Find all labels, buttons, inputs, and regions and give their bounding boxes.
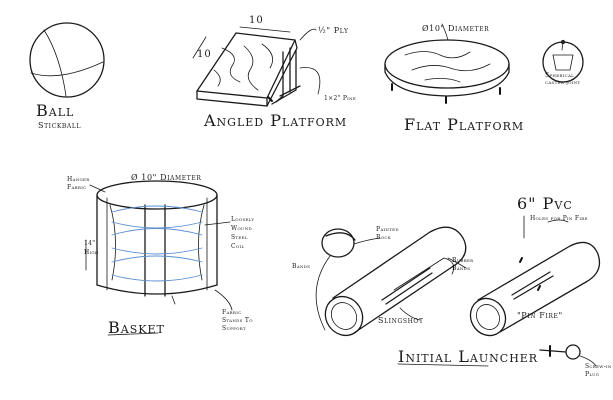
basket-coil-line1: Loosely bbox=[231, 216, 255, 223]
angled-platform-drawing bbox=[192, 26, 321, 107]
launcher-cap-line1: Screw-in bbox=[585, 363, 612, 370]
angled-platform-title: Angled Platform bbox=[204, 111, 348, 130]
ball-subtitle: Stickball bbox=[38, 121, 82, 130]
basket-diameter: Ø 10" Diameter bbox=[131, 173, 202, 182]
launcher-rubber-line2: Bands bbox=[452, 265, 471, 272]
ball-title: Ball bbox=[36, 101, 75, 120]
flat-platform-title: Flat Platform bbox=[404, 115, 525, 134]
flat-platform-callout-line1: Spherical bbox=[545, 72, 575, 79]
launcher-bands-label: Bands bbox=[292, 263, 311, 270]
basket-coil-line3: Steel bbox=[231, 234, 248, 241]
basket-height-line2: High bbox=[84, 249, 99, 256]
ball-drawing bbox=[29, 22, 105, 98]
launcher-handle: Slingshot bbox=[378, 316, 424, 325]
basket-bottom-note-line2: Stands To bbox=[222, 317, 253, 324]
launcher-title: Initial Launcher bbox=[398, 347, 539, 366]
flat-platform-callout-line2: caster joint bbox=[545, 79, 581, 86]
basket-drawing bbox=[85, 180, 233, 336]
launcher-rubber-line1: Rubber bbox=[452, 257, 474, 264]
flat-platform-diameter: Ø10" Diameter bbox=[422, 24, 490, 33]
flat-platform-drawing bbox=[384, 23, 584, 104]
angled-platform-bottom-material: 1×2" Pine bbox=[324, 95, 357, 102]
angled-platform-dim-side: 10 bbox=[197, 49, 212, 60]
basket-bottom-note-line3: Support bbox=[222, 325, 246, 332]
launcher-plunger-line1: Painted bbox=[376, 226, 399, 233]
angled-platform-dim-top: 10 bbox=[249, 15, 264, 26]
launcher-pipe-size: 6" Pvc bbox=[517, 194, 573, 213]
basket-coil-line2: Wound bbox=[231, 225, 253, 232]
basket-top-note-line1: Hanger bbox=[67, 176, 90, 183]
basket-top-note-line2: Fabric bbox=[67, 184, 87, 191]
basket-height-line1: 14" bbox=[84, 240, 96, 247]
basket-bottom-note-line1: Fabric bbox=[222, 309, 242, 316]
basket-title: Basket bbox=[108, 318, 165, 337]
launcher-drawing bbox=[315, 215, 601, 367]
basket-coil-line4: Coil bbox=[231, 243, 245, 250]
launcher-cap-line2: Plug bbox=[585, 371, 600, 378]
launcher-top-note: Holes for Pin Fire bbox=[530, 215, 588, 222]
angled-platform-top-material: ½" Ply bbox=[318, 26, 349, 35]
launcher-pin-fire: "Pin Fire" bbox=[517, 311, 563, 320]
launcher-plunger-line2: Rock bbox=[376, 234, 392, 241]
